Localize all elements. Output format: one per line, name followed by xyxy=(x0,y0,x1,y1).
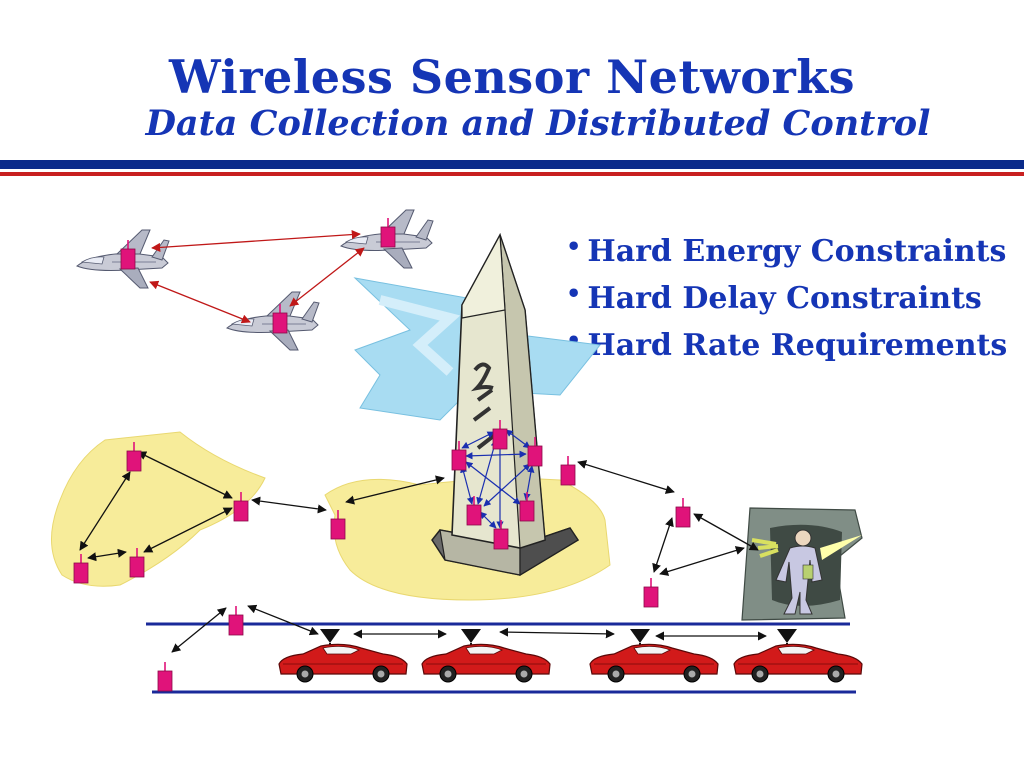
title-rule-red xyxy=(0,172,1024,176)
ground-link xyxy=(79,471,131,551)
monument-link xyxy=(505,429,531,449)
slide-title: Wireless Sensor Networks xyxy=(169,50,855,104)
ground-link xyxy=(251,496,327,514)
bullet-list: •Hard Energy Constraints •Hard Delay Con… xyxy=(566,232,1007,373)
ground-link xyxy=(87,548,127,562)
slide-subtitle: Data Collection and Distributed Control xyxy=(145,103,931,144)
person-illustration xyxy=(741,507,863,621)
air-link xyxy=(289,247,365,307)
bullet-text: Hard Delay Constraints xyxy=(587,281,982,316)
ground-link xyxy=(345,475,445,505)
sensor-node xyxy=(228,605,244,636)
air-link xyxy=(151,230,361,252)
sensor-node xyxy=(643,577,659,608)
bullet-item: •Hard Delay Constraints xyxy=(566,279,1007,326)
red-sports-car xyxy=(589,643,719,683)
ground-link xyxy=(247,604,319,636)
bullet-text: Hard Rate Requirements xyxy=(587,328,1008,363)
ground-link xyxy=(137,451,233,499)
sensor-node xyxy=(675,497,691,528)
red-sports-car xyxy=(421,643,551,683)
ground-link xyxy=(577,460,675,494)
bullet-dot: • xyxy=(566,232,582,261)
air-link xyxy=(149,280,251,324)
sensor-node xyxy=(560,455,576,486)
bullet-item: •Hard Energy Constraints xyxy=(566,232,1007,279)
ground-link xyxy=(659,546,745,576)
sensor-node xyxy=(157,661,173,692)
monument-link xyxy=(479,511,497,529)
title-rule-navy xyxy=(0,160,1024,169)
ground-link xyxy=(652,517,674,573)
bullet-text: Hard Energy Constraints xyxy=(587,234,1007,269)
bullet-dot: • xyxy=(566,279,582,308)
ground-link xyxy=(693,513,759,551)
road-link xyxy=(499,627,615,639)
red-sports-car xyxy=(733,643,863,683)
ground-link xyxy=(143,507,233,553)
monument-link xyxy=(483,463,531,507)
ground-link xyxy=(171,607,227,653)
red-sports-car xyxy=(278,643,408,683)
